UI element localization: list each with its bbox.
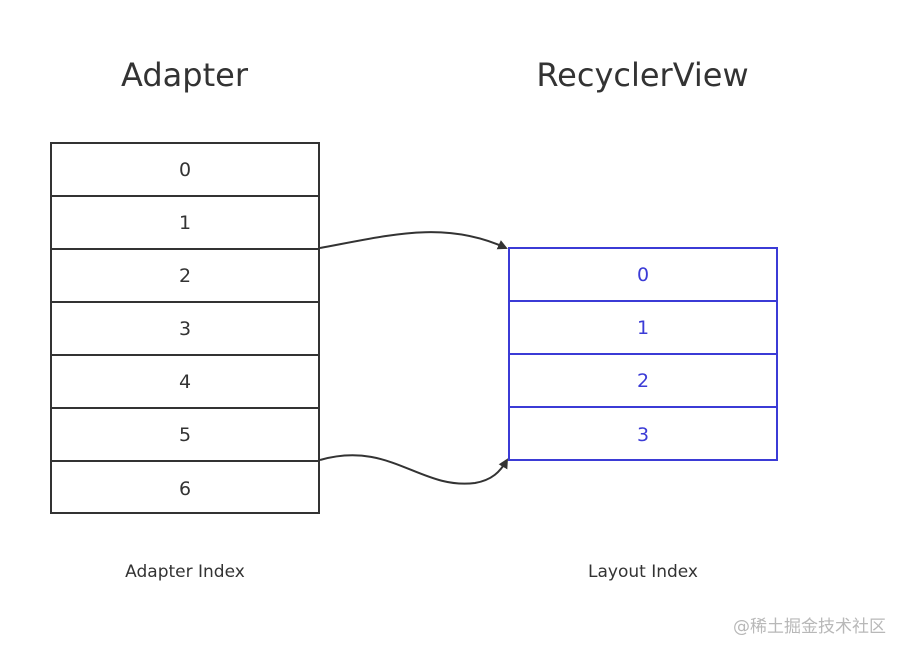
adapter-column: 0 1 2 3 4 5 6	[50, 142, 320, 514]
layout-cell-2: 2	[510, 355, 776, 408]
adapter-cell-0: 0	[52, 144, 318, 197]
adapter-cell-1: 1	[52, 197, 318, 250]
recyclerview-title: RecyclerView	[536, 56, 749, 94]
layout-cell-3: 3	[636, 423, 650, 446]
adapter-cell-5: 5	[52, 409, 318, 462]
adapter-cell-6: 6	[178, 477, 192, 500]
layout-column: 0 1 2 3	[508, 247, 778, 461]
layout-cell-1: 1	[510, 302, 776, 355]
watermark: @稀土掘金技术社区	[733, 617, 886, 637]
adapter-index-caption: Adapter Index	[125, 562, 245, 582]
arrow-adapter-2-to-layout-0	[319, 231, 508, 250]
adapter-title: Adapter	[121, 56, 248, 94]
adapter-cell-2: 2	[52, 250, 318, 303]
adapter-cell-4: 4	[52, 356, 318, 409]
layout-cell-0: 0	[510, 249, 776, 302]
arrow-adapter-6-to-layout-3	[319, 454, 509, 485]
adapter-cell-3: 3	[52, 303, 318, 356]
layout-index-caption: Layout Index	[588, 562, 698, 582]
